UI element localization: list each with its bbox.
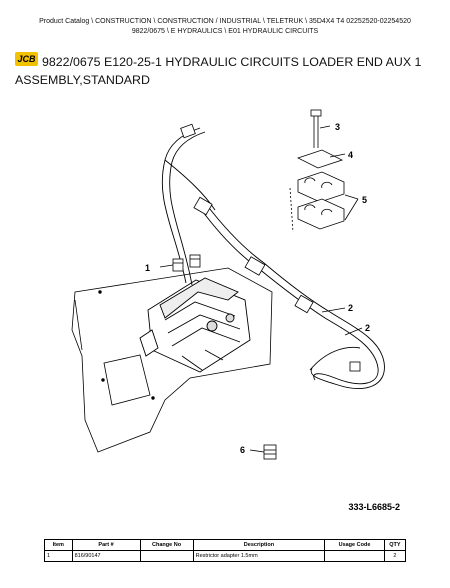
cell-change-no [139,550,194,562]
clamp-plate-4 [296,149,344,169]
restrictor-adapter-1 [172,254,201,272]
chassis-slot [103,354,151,406]
col-header-qty: QTY [383,539,407,551]
col-header-part: Part # [71,539,141,551]
breadcrumb: Product Catalog \ CONSTRUCTION \ CONSTRU… [0,17,450,36]
col-header-change-no: Change No [139,539,194,551]
callout-1: 1 [145,263,150,273]
cell-item: 1 [44,550,73,562]
col-header-usage-code: Usage Code [324,539,385,551]
cell-qty: 2 [383,550,407,562]
callout-2b: 2 [365,323,370,333]
restrictor-adapter-6 [263,444,277,460]
drawing-reference: 333-L6685-2 [348,502,400,512]
parts-table: Item Part # Change No Description Usage … [44,539,407,562]
callout-4: 4 [348,150,353,160]
table-header-row: Item Part # Change No Description Usage … [44,539,407,551]
cell-description: Restrictor adapter 1.5mm [192,550,326,562]
cell-usage-code [324,550,385,562]
callout-5: 5 [362,195,367,205]
table-row: 1 816/90147 Restrictor adapter 1.5mm 2 [44,550,407,562]
page-title: 9822/0675 E120-25-1 HYDRAULIC CIRCUITS L… [15,55,422,87]
callout-6: 6 [240,445,245,455]
logo-text: JCB [17,54,36,64]
breadcrumb-line-1[interactable]: Product Catalog \ CONSTRUCTION \ CONSTRU… [39,18,411,25]
col-header-description: Description [192,539,326,551]
bolt-3 [310,109,322,148]
callout-2a: 2 [348,303,353,313]
col-header-item: Item [44,539,73,551]
callout-3: 3 [335,122,340,132]
parts-diagram: 1 2 2 3 4 5 6 [71,109,385,460]
control-valve [139,277,251,373]
clamp-blocks-5 [297,171,345,230]
jcb-logo: JCB [15,52,38,66]
cell-part-number[interactable]: 816/90147 [71,550,141,562]
breadcrumb-line-2[interactable]: 9822/0675 \ E HYDRAULICS \ E01 HYDRAULIC… [131,27,319,35]
